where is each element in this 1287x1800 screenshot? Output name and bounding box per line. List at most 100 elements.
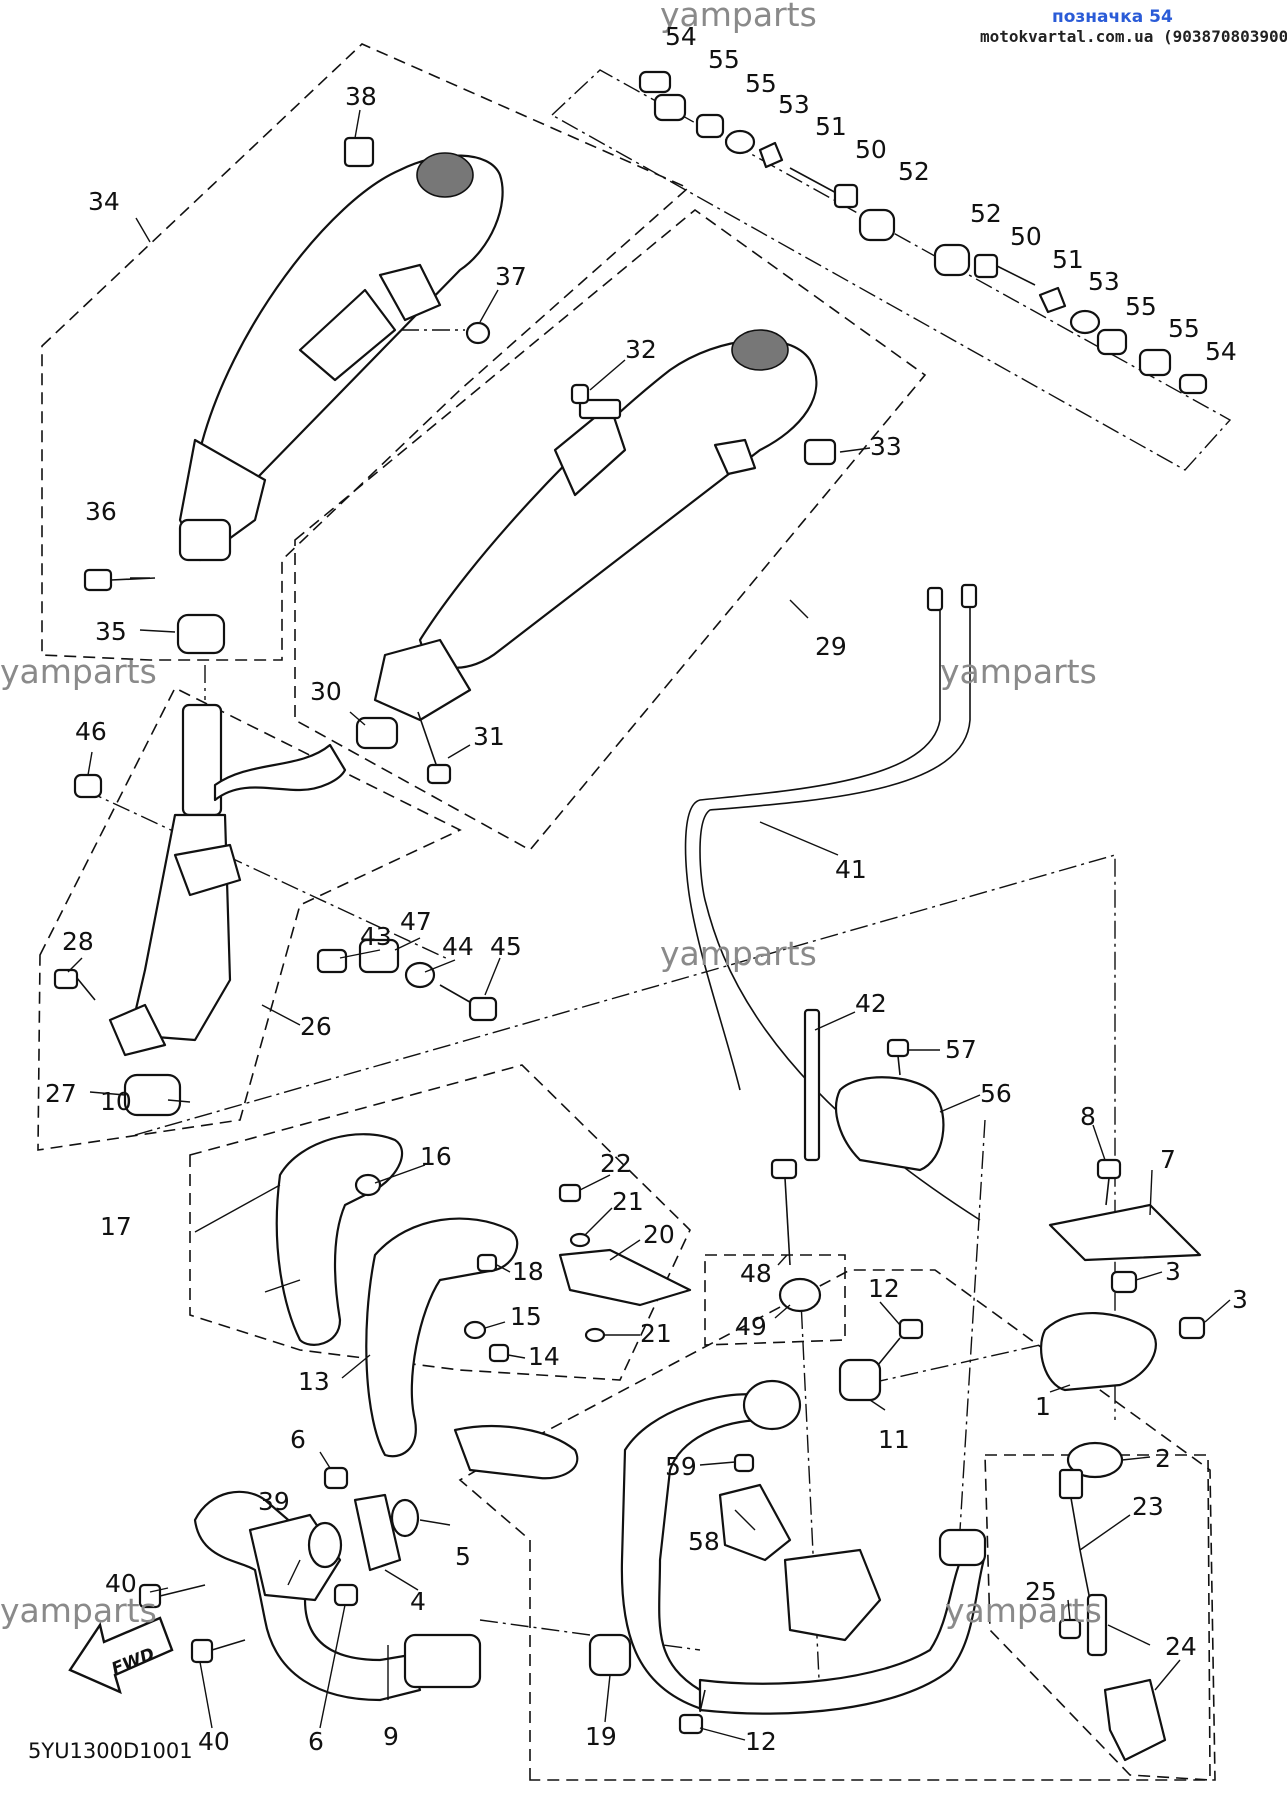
bolt-48-drawing: [770, 1158, 798, 1266]
part-label-38: 38: [345, 82, 377, 111]
part-label-44: 44: [442, 932, 474, 961]
part-label-10: 10: [100, 1087, 132, 1116]
part-label-39: 39: [258, 1487, 290, 1516]
leader-lines: [67, 109, 1231, 1741]
part-label-11: 11: [878, 1425, 910, 1454]
cable-tie-42-drawing: [803, 1008, 821, 1162]
screw-14-drawing: [488, 1343, 510, 1363]
group-outline-hardware: [551, 69, 1232, 471]
screw-18-drawing: [476, 1253, 498, 1273]
bolt-57-drawing: [886, 1038, 910, 1076]
bolt-12b-drawing: [678, 1689, 706, 1735]
protector-7-drawing: [1048, 1203, 1202, 1262]
part-label-14: 14: [528, 1342, 560, 1371]
part-label-28: 28: [62, 927, 94, 956]
part-label-27: 27: [45, 1079, 77, 1108]
hardware-row-lower-drawing: [933, 243, 1208, 395]
part-label-18: 18: [512, 1257, 544, 1286]
part-label-6b: 6: [308, 1727, 324, 1756]
nut-3a-drawing: [1110, 1270, 1138, 1294]
washer-15-drawing: [463, 1320, 487, 1340]
header-watermark: yamparts: [660, 0, 817, 34]
bolt-12a-drawing: [877, 1318, 924, 1366]
protector-20-drawing: [558, 1248, 692, 1307]
part-label-33: 33: [870, 432, 902, 461]
group-outline-29: [294, 208, 927, 852]
part-label-30: 30: [310, 677, 342, 706]
part-label-21b: 21: [640, 1319, 672, 1348]
joint-1-drawing: [1040, 1312, 1157, 1392]
watermark-3: yamparts: [660, 934, 817, 973]
bolt-59-drawing: [733, 1453, 755, 1473]
part-label-40b: 40: [198, 1727, 230, 1756]
part-label-53a: 53: [778, 90, 810, 119]
nut-6b-drawing: [333, 1583, 359, 1607]
washer-21b-drawing: [584, 1327, 606, 1343]
part-label-56: 56: [980, 1079, 1012, 1108]
bolt-28-drawing: [53, 968, 96, 1001]
exhaust-pipe-9-drawing: [193, 1490, 482, 1702]
part-label-32: 32: [625, 335, 657, 364]
part-label-2: 2: [1155, 1444, 1171, 1473]
exhaust-pipe-lower-drawing: [620, 1379, 987, 1715]
watermark-5: yamparts: [945, 1591, 1102, 1630]
part-label-4: 4: [410, 1587, 426, 1616]
washer-21a-drawing: [569, 1232, 591, 1248]
part-label-53b: 53: [1088, 267, 1120, 296]
part-label-8: 8: [1080, 1102, 1096, 1131]
hardware-row-upper-drawing: [638, 70, 896, 242]
bolt-31-drawing: [417, 711, 452, 785]
watermark-4: yamparts: [0, 1591, 157, 1630]
nut-33-drawing: [803, 438, 837, 466]
part-label-19: 19: [585, 1722, 617, 1751]
assembly-line-56: [959, 1119, 986, 1531]
part-label-52a: 52: [898, 157, 930, 186]
part-label-6a: 6: [290, 1425, 306, 1454]
part-label-5: 5: [455, 1542, 471, 1571]
hardware-43-47-44-45-drawing: [316, 938, 498, 1022]
part-label-51a: 51: [815, 112, 847, 141]
part-label-25: 25: [1025, 1577, 1057, 1606]
gasket-19-drawing: [588, 1633, 632, 1677]
protector-13-drawing: [365, 1217, 579, 1480]
part-label-21a: 21: [612, 1187, 644, 1216]
group-outline-sensor: [984, 1454, 1211, 1781]
part-label-36: 36: [85, 497, 117, 526]
part-labels: 34 38 37 36 35 32 33 29 30 31 46 28 26 2…: [45, 22, 1248, 1756]
part-label-51b: 51: [1052, 245, 1084, 274]
cover-24-drawing: [1103, 1678, 1167, 1762]
part-label-34: 34: [88, 187, 120, 216]
part-label-52b: 52: [970, 199, 1002, 228]
part-label-58: 58: [688, 1527, 720, 1556]
part-label-54b: 54: [1205, 337, 1237, 366]
part-label-40a: 40: [105, 1569, 137, 1598]
damper-49-drawing: [778, 1277, 822, 1313]
damper-16-drawing: [354, 1173, 382, 1197]
part-label-57: 57: [945, 1035, 977, 1064]
nut-3b-drawing: [1178, 1316, 1206, 1340]
muffler-29-drawing: [373, 329, 818, 722]
part-label-47: 47: [400, 907, 432, 936]
part-label-3a: 3: [1165, 1257, 1181, 1286]
part-label-29: 29: [815, 632, 847, 661]
part-label-55b: 55: [745, 69, 777, 98]
part-label-50b: 50: [1010, 222, 1042, 251]
part-label-31: 31: [473, 722, 505, 751]
part-label-12b: 12: [745, 1727, 777, 1756]
part-label-50a: 50: [855, 135, 887, 164]
screw-22-drawing: [558, 1183, 582, 1203]
part-label-26: 26: [300, 1012, 332, 1041]
part-label-3b: 3: [1232, 1285, 1248, 1314]
part-label-55d: 55: [1168, 314, 1200, 343]
part-label-42: 42: [855, 989, 887, 1018]
assembly-line-bolt-46: [84, 789, 451, 961]
diagram-code: 5YU1300D1001: [28, 1739, 193, 1763]
part-label-48: 48: [740, 1259, 772, 1288]
part-label-9: 9: [383, 1722, 399, 1751]
part-label-12a: 12: [868, 1274, 900, 1303]
part-label-35: 35: [95, 617, 127, 646]
group-outline-26: [37, 686, 462, 1151]
bolt-36-drawing: [83, 568, 156, 592]
assembly-line-49: [799, 1279, 821, 1701]
bracket-58-drawing: [718, 1483, 792, 1562]
